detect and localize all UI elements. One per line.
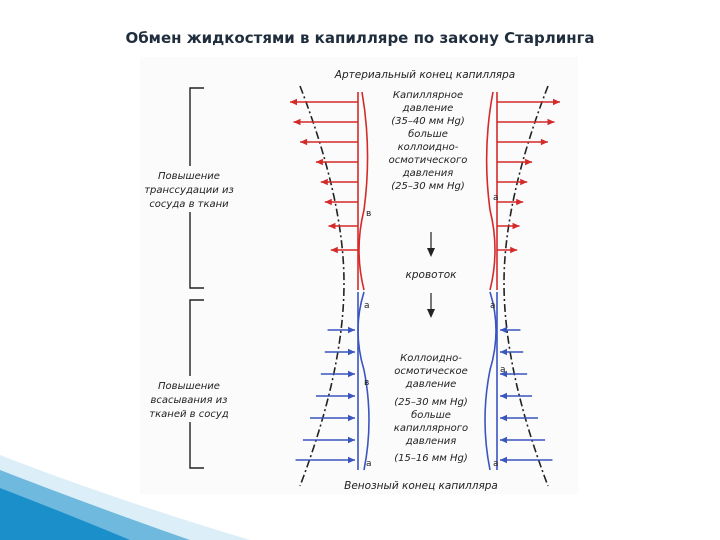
upper-text-line: коллоидно-	[398, 142, 459, 153]
upper-text-line: давления	[402, 168, 454, 179]
upper-text-line: осмотического	[389, 155, 468, 166]
left-lower-line: тканей в сосуд	[149, 409, 228, 420]
lower-text-line: капиллярного	[394, 423, 468, 434]
venous-end-label: Венозный конец капилляра	[344, 480, 498, 492]
left-lower-line: всасывания из	[151, 395, 228, 406]
bloodflow-label: кровоток	[406, 269, 458, 281]
marker-a-right-mid: а	[490, 301, 496, 311]
upper-text-line: (25–30 мм Hg)	[391, 181, 465, 192]
marker-a-left-mid: а	[364, 301, 370, 311]
upper-text-line: Капиллярное	[393, 90, 463, 101]
lower-text-line: осмотическое	[394, 366, 467, 377]
marker-b-left-upper: в	[366, 209, 371, 219]
left-upper-line: сосуда в ткани	[149, 199, 229, 210]
left-lower-line: Повышение	[158, 381, 220, 392]
left-upper-line: Повышение	[158, 171, 220, 182]
lower-text-line: (15–16 мм Hg)	[394, 453, 468, 464]
left-upper-line: транссудации из	[144, 185, 234, 196]
arterial-end-label: Артериальный конец капилляра	[334, 69, 515, 81]
upper-text-line: больше	[408, 128, 448, 140]
upper-text-line: давление	[402, 103, 454, 114]
marker-a-right-upper: а	[493, 193, 499, 203]
marker-a-right-lower: а	[500, 365, 506, 375]
left-lower-text: Повышение всасывания из тканей в сосуд	[149, 381, 228, 420]
marker-a-right-bottom: а	[493, 459, 499, 469]
marker-a-left-bottom: а	[366, 459, 372, 469]
lower-text-line: давление	[405, 379, 457, 390]
lower-text-line: Коллоидно-	[400, 353, 462, 364]
upper-text-line: (35–40 мм Hg)	[391, 116, 465, 127]
lower-text-line: больше	[411, 409, 451, 421]
marker-b-left-lower: в	[364, 378, 369, 388]
lower-text-line: давления	[405, 436, 457, 447]
lower-text-line: (25–30 мм Hg)	[394, 397, 468, 408]
